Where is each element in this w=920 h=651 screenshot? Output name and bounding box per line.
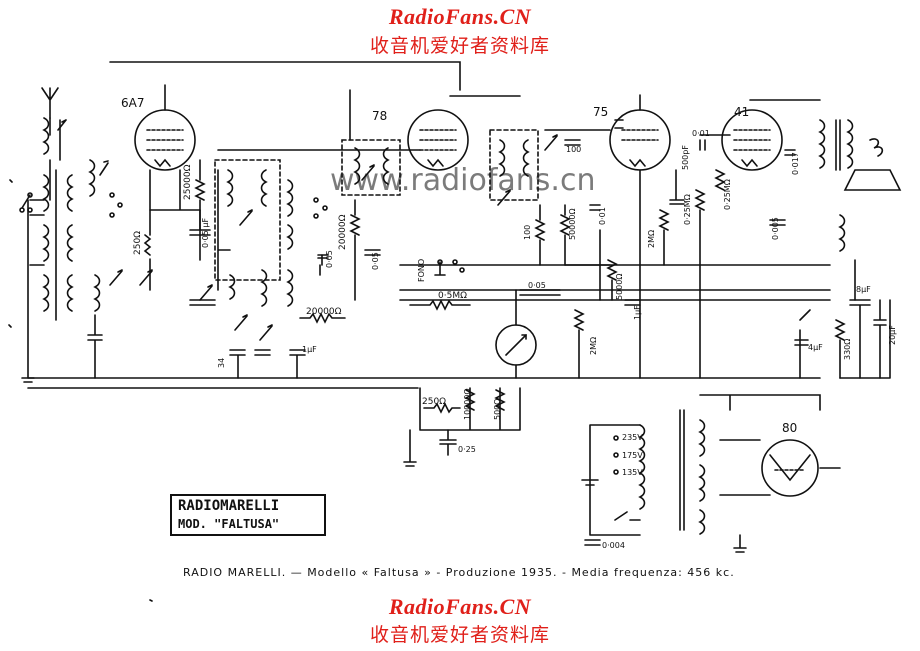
power-switch: [614, 511, 641, 521]
tube-80: [761, 439, 819, 497]
resistor-20000-horizontal: [299, 312, 346, 324]
tube-78: [407, 109, 469, 171]
label-r2m: 2MΩ: [589, 337, 598, 355]
resistor-5000: [606, 259, 618, 301]
label-r20000b: 20000Ω: [338, 214, 348, 250]
label-c100: 100: [566, 145, 581, 154]
resistor-025m: [694, 189, 706, 379]
watermark-subtitle-top: 收音机爱好者资料库: [369, 35, 550, 57]
label-r025m: 0·25MΩ: [683, 194, 692, 225]
label-c34: 34: [217, 358, 226, 368]
b-plus-rail: [109, 61, 461, 91]
label-c005b: 0·05: [325, 250, 334, 268]
label-r25000: 25000Ω: [183, 164, 193, 200]
label-r10000: 10000Ω: [463, 388, 472, 420]
rf-coils-left: [29, 169, 74, 321]
faint-watermark: www.radiofans.cn: [330, 163, 595, 198]
label-r2m2: 2MΩ: [647, 230, 656, 248]
label-c005a: 0·05 μF: [201, 218, 210, 248]
speaker-icon: [843, 138, 902, 191]
resistor-250-lower: [423, 402, 461, 414]
label-r025m2: 0·25MΩ: [723, 179, 732, 210]
tuning-meter: [495, 324, 537, 366]
tube-41: [721, 109, 783, 171]
label-c1uf2: 1μF: [633, 305, 642, 320]
resistor-500: [494, 389, 506, 411]
antenna-coil: [42, 117, 67, 155]
tube-41-label: 41: [734, 105, 749, 119]
label-r330: 330Ω: [843, 339, 852, 360]
label-c001a: 0·01: [598, 207, 607, 225]
tube-78-label: 78: [372, 109, 387, 123]
tube-6a7: [134, 84, 196, 171]
watermark-title-top: RadioFans.CN: [388, 4, 532, 29]
brand-line-2: MOD. "FALTUSA": [178, 517, 280, 531]
schematic-caption: RADIO MARELLI. — Modello « Faltusa » - P…: [183, 566, 735, 579]
label-c8uf: 8μF: [856, 285, 871, 294]
label-r500: 500Ω: [493, 399, 502, 420]
tube-6a7-label: 6A7: [121, 96, 144, 110]
watermark-title-bottom: RadioFans.CN: [388, 594, 532, 619]
resistor-50000: [559, 204, 571, 266]
label-fono: FONO: [417, 259, 426, 282]
watermark-subtitle-bottom: 收音机爱好者资料库: [369, 624, 550, 646]
resistor-10000: [464, 389, 476, 411]
tube-75-label: 75: [593, 105, 608, 119]
label-r20000a: 20000Ω: [306, 307, 342, 317]
output-transformer: [818, 119, 854, 171]
if-transformer-1: [214, 159, 281, 300]
ground-symbol-2: [733, 534, 747, 553]
label-v235: 235V: [622, 433, 643, 442]
label-c05: 0·05: [528, 281, 546, 290]
label-c100b: 100: [523, 225, 532, 240]
label-r250b: 250Ω: [422, 397, 446, 407]
label-r5000: 5000Ω: [615, 274, 624, 300]
field-coil: [838, 214, 846, 252]
label-r250: 250Ω: [133, 231, 143, 255]
label-c20uf: 20μF: [888, 325, 897, 345]
label-c001b: 0·01: [692, 129, 710, 138]
fuse-icon: [581, 479, 599, 486]
ground-symbol: [403, 429, 417, 467]
label-r50000: 50000Ω: [568, 208, 577, 240]
tube-80-label: 80: [782, 421, 797, 435]
resistor-05m: [409, 299, 471, 311]
label-c1uf: 1μF: [302, 345, 317, 354]
antenna-icon: [41, 87, 59, 119]
oscillator-coils: [260, 179, 294, 307]
if-transformer-2: [341, 139, 401, 196]
label-c500pf: 500pF: [681, 145, 690, 170]
label-r05m: 0·5MΩ: [438, 291, 467, 301]
resistor-250: [143, 209, 152, 291]
label-c025: 0·25: [458, 445, 476, 454]
brand-line-1: RADIOMARELLI: [178, 498, 280, 514]
label-c0004: 0·004: [602, 541, 625, 550]
tube-75: [609, 109, 671, 171]
label-c4uf: 4μF: [808, 343, 823, 352]
band-switch: [19, 192, 123, 218]
brand-plate: RADIOMARELLI MOD. "FALTUSA": [170, 494, 326, 536]
label-c005c: 0·05: [371, 252, 380, 270]
label-v135: 135V: [622, 468, 643, 477]
label-c0017: 0·017: [791, 152, 800, 175]
label-c0005: 0·005: [771, 217, 780, 240]
power-transformer: [638, 409, 706, 535]
resistor-20000-vertical: [349, 199, 361, 301]
label-v175: 175V: [622, 451, 643, 460]
if-transformer-3: [489, 129, 539, 201]
